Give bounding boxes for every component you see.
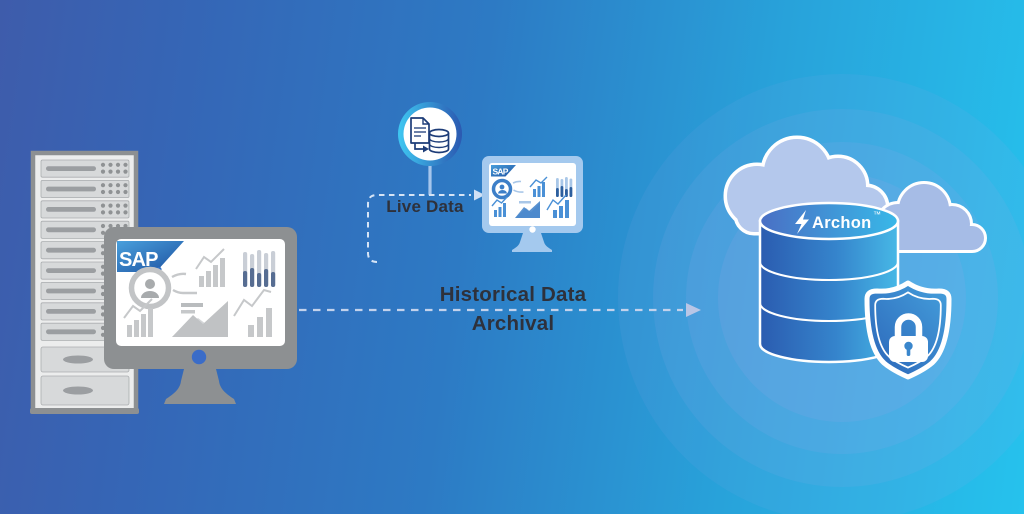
document-icon: [410, 117, 430, 144]
live-data-flow: [367, 189, 485, 263]
trademark-symbol: ™: [873, 210, 881, 219]
monitor-stand: [164, 369, 236, 404]
historical-archival-label: Historical Data Archival: [439, 283, 587, 335]
archon-database: Archon ™: [758, 201, 900, 364]
small-power-dot: [529, 226, 536, 233]
live-data-dashed-path: [367, 194, 471, 263]
historical-arrowhead-icon: [686, 303, 701, 317]
line-bar-chart-icon: [233, 288, 272, 337]
sap-workstation-monitor: SAP: [104, 227, 297, 404]
lightning-bolt-icon: [795, 210, 809, 234]
lock-icon: [889, 313, 928, 362]
sap-logo-text: SAP: [119, 249, 158, 271]
database-icon: [428, 128, 450, 154]
sap-logo-small: SAP: [491, 165, 516, 177]
historical-data-flow: [299, 303, 701, 317]
bar-line-chart-icon: [123, 298, 153, 337]
live-data-source-icon: [398, 102, 462, 196]
sap-logo-text-small: SAP: [493, 167, 509, 177]
shield-icon: [864, 280, 952, 380]
live-data-arrowhead-icon: [474, 189, 485, 201]
avatar-icon: [128, 266, 197, 310]
security-shield: [864, 280, 952, 380]
bar-line-chart-icon: [195, 248, 225, 287]
sap-logo: SAP: [117, 241, 184, 273]
live-data-label: Live Data: [386, 197, 464, 216]
archon-logo-text: Archon: [812, 214, 872, 232]
power-dot: [191, 349, 207, 365]
dashboard-charts: [123, 248, 276, 337]
area-chart-icon: [172, 301, 228, 337]
column-chart-icon: [243, 250, 276, 287]
small-monitor-stand: [512, 233, 552, 252]
target-sap-monitor: SAP: [482, 156, 583, 252]
transfer-arrow-icon: [414, 143, 429, 153]
mini-dashboard-charts: [491, 176, 573, 218]
